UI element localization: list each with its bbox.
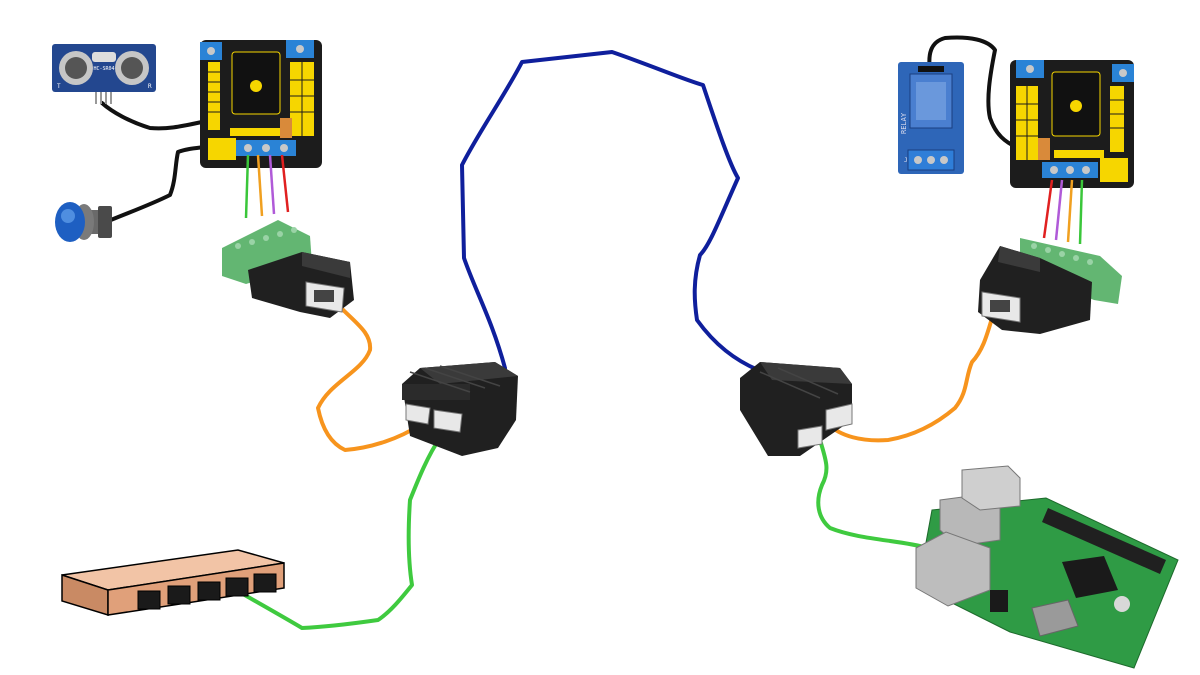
black-wire-sensor xyxy=(100,101,214,131)
relay-module: RELAY J1 xyxy=(898,62,964,174)
network-switch xyxy=(61,549,285,617)
expansion-board-left xyxy=(200,40,322,168)
orange-ethernet-cable-left xyxy=(316,294,422,452)
dupont-wires-left xyxy=(244,154,290,219)
orange-ethernet-cable-right xyxy=(826,303,998,443)
sensor-model-label: HC-SR04 xyxy=(93,66,114,72)
green-ethernet-cable-left xyxy=(234,436,442,630)
sensor-t-label: T xyxy=(57,83,61,90)
push-button xyxy=(55,202,112,242)
black-wire-button xyxy=(104,144,214,224)
ultrasonic-sensor: HC-SR04 T R xyxy=(52,44,156,104)
green-ethernet-cable-right xyxy=(816,438,930,550)
switch-ports xyxy=(137,573,277,610)
rj45-breakout-left xyxy=(222,220,354,318)
rj45-breakout-right xyxy=(978,238,1122,334)
dupont-wires-right xyxy=(1042,179,1084,245)
rj45-splitter-left xyxy=(402,362,518,456)
black-wire-relay xyxy=(927,35,1020,150)
expansion-board-right xyxy=(1010,60,1134,188)
cables xyxy=(100,35,1020,630)
raspberry-pi xyxy=(915,465,1179,669)
sensor-r-label: R xyxy=(148,83,152,90)
rj45-splitter-right xyxy=(740,362,853,456)
long-blue-ethernet-cable xyxy=(460,50,760,372)
relay-label: RELAY xyxy=(900,112,908,134)
